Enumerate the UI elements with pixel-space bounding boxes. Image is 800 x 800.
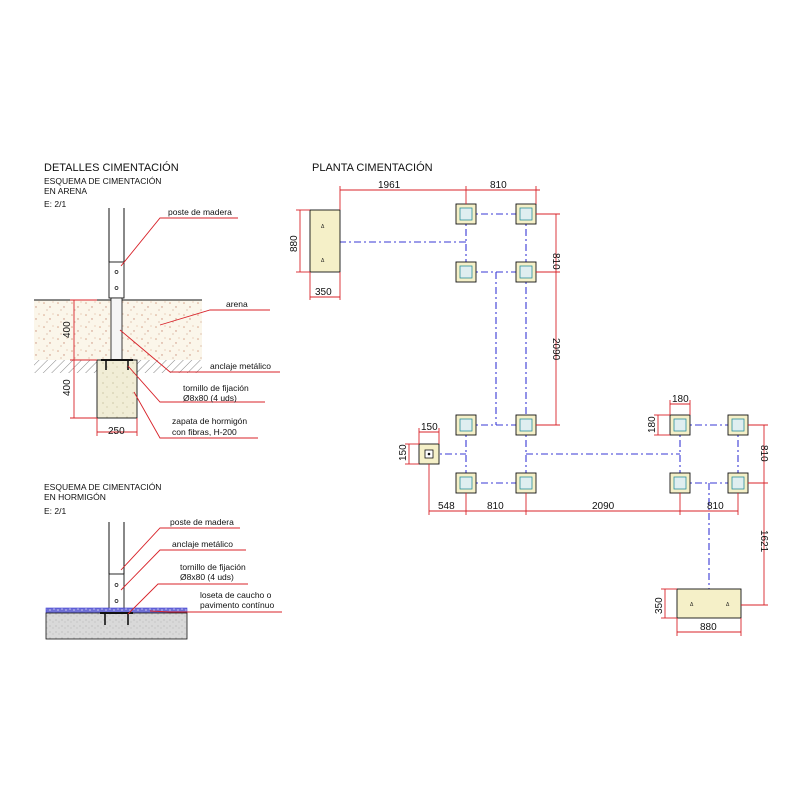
footing-block-left <box>309 209 341 273</box>
callout-leader <box>159 309 270 326</box>
post-footing <box>669 414 691 436</box>
dim-small-block-w: 150 <box>421 422 438 433</box>
callout-leader <box>149 610 282 613</box>
post-footing <box>515 203 537 225</box>
post-footing <box>727 472 749 494</box>
concrete-footing <box>96 359 138 419</box>
post-footing <box>455 472 477 494</box>
sand-section-detail: 400 400 250 poste de madera arena anclaj… <box>34 207 280 439</box>
dim-post-w: 180 <box>672 394 689 405</box>
dim-upper-depth: 400 <box>62 321 73 338</box>
callout-leader <box>133 391 258 439</box>
label-post: poste de madera <box>170 517 234 527</box>
label-footing-line2: con fibras, H-200 <box>172 427 237 437</box>
post-footing <box>515 261 537 283</box>
callout-leader <box>120 527 240 571</box>
concrete-slab <box>45 612 188 640</box>
dim-right-drop: 1621 <box>758 530 769 553</box>
dim-bottom-module-2: 810 <box>707 501 724 512</box>
dim-small-block-h: 150 <box>398 444 409 461</box>
label-anchor: anclaje metálico <box>172 539 233 549</box>
concrete-scale: E: 2/1 <box>44 506 66 516</box>
wood-post <box>108 261 125 299</box>
dim-left-block-h: 880 <box>289 235 300 252</box>
post-footing <box>455 203 477 225</box>
left-panel-title: DETALLES CIMENTACIÓN <box>44 161 179 174</box>
dim-top-module: 810 <box>490 180 507 191</box>
label-bolt-line1: tornillo de fijación <box>180 562 246 572</box>
dim-top-span: 1961 <box>378 180 401 191</box>
concrete-heading-line1: ESQUEMA DE CIMENTACIÓN <box>44 482 161 492</box>
plan-title: PLANTA CIMENTACIÓN <box>312 161 433 174</box>
dim-lower-depth: 400 <box>62 379 73 396</box>
footing-block-mark: Δ <box>321 224 325 230</box>
callout-leader <box>127 365 265 403</box>
dim-bottom-module-1: 810 <box>487 501 504 512</box>
concrete-heading-line2: EN HORMIGÓN <box>44 492 106 502</box>
footing-block-mark: Δ <box>690 602 694 608</box>
post-footing <box>455 261 477 283</box>
label-footing-line1: zapata de hormigón <box>172 416 247 426</box>
label-bolt-line2: Ø8x80 (4 uds) <box>183 393 237 403</box>
dim-left-block-w: 350 <box>315 287 332 298</box>
label-bolt-line2: Ø8x80 (4 uds) <box>180 572 234 582</box>
dim-footing-width: 250 <box>108 426 125 437</box>
label-post: poste de madera <box>168 207 232 217</box>
post-footing <box>669 472 691 494</box>
footing-block-mark: Δ <box>726 602 730 608</box>
dim-bottom-gap: 2090 <box>592 501 615 512</box>
callout-leader <box>120 549 246 591</box>
callout-leader <box>120 217 238 267</box>
callout-leader <box>119 329 280 373</box>
post-footing <box>727 414 749 436</box>
sand-heading-line1: ESQUEMA DE CIMENTACIÓN <box>44 176 161 186</box>
label-tile-line1: loseta de caucho o <box>200 590 272 600</box>
sand-heading-line2: EN ARENA <box>44 186 87 196</box>
dim-bottom-offset: 548 <box>438 501 455 512</box>
bolt-hole <box>114 286 119 290</box>
footing-block-bottom <box>676 588 742 619</box>
plan-dimensions: 1961 810 880 350 810 2090 150 150 180 18… <box>289 180 769 636</box>
post-center <box>427 452 431 456</box>
post-footing-group <box>455 203 749 494</box>
label-bolt-line1: tornillo de fijación <box>183 383 249 393</box>
dim-right-module-v2: 810 <box>758 445 769 462</box>
callout-leader <box>127 583 248 615</box>
dim-bottom-block-w: 880 <box>700 622 717 633</box>
dim-bottom-block-h: 350 <box>654 597 665 614</box>
sand-scale: E: 2/1 <box>44 199 66 209</box>
dim-post-h: 180 <box>647 416 658 433</box>
post-footing <box>515 414 537 436</box>
bolt-hole <box>114 599 119 603</box>
label-tile-line2: pavimento contínuo <box>200 600 274 610</box>
wood-post <box>108 573 125 613</box>
bolt-hole <box>114 270 119 274</box>
metal-anchor <box>110 297 123 361</box>
dim-right-module-v: 810 <box>550 253 561 270</box>
concrete-section-detail: poste de madera anclaje metálico tornill… <box>45 517 282 640</box>
dim-vertical-gap: 2090 <box>550 338 561 361</box>
bolt-hole <box>114 583 119 587</box>
label-sand: arena <box>226 299 248 309</box>
post-footing <box>515 472 537 494</box>
label-anchor: anclaje metálico <box>210 361 271 371</box>
post-footing <box>455 414 477 436</box>
footing-block-mark: Δ <box>321 258 325 264</box>
